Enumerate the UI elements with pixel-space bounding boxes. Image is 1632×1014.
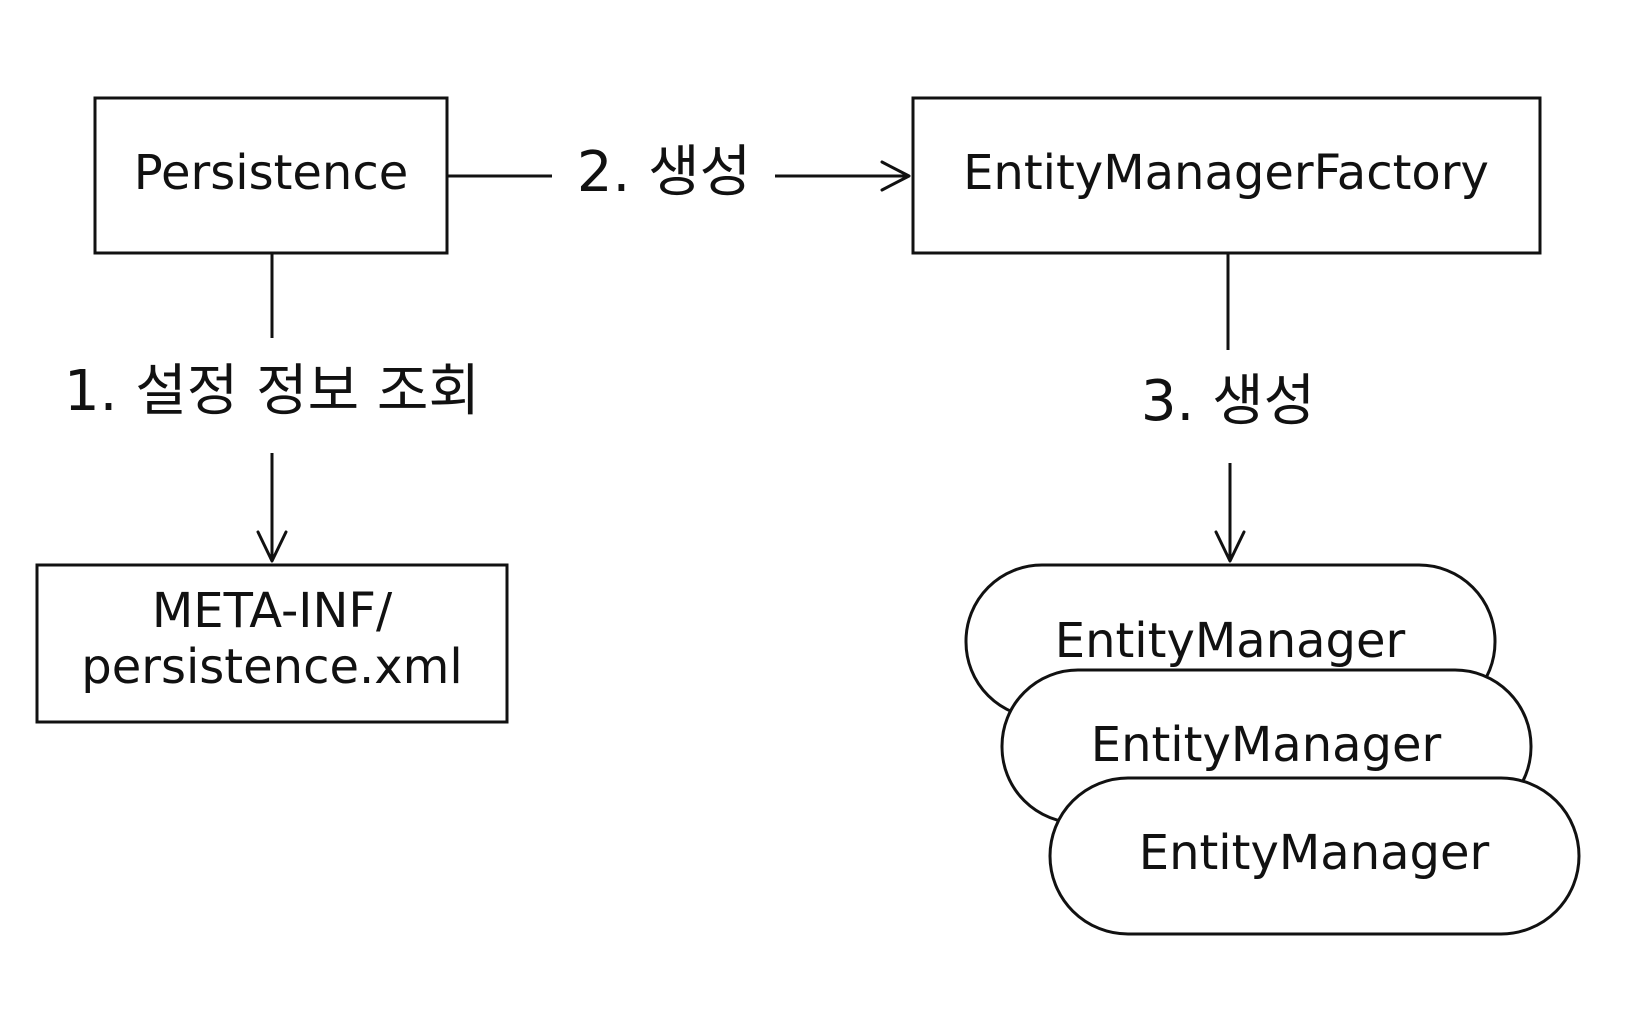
edge-read-config-label: 1. 설정 정보 조회 [64,359,480,424]
entity-manager-label-2: EntityManager [1091,717,1442,773]
edge-create-emf-label: 2. 생성 [577,140,751,205]
edge-create-em: 3. 생성 [1141,253,1315,563]
entity-manager-label-1: EntityManager [1055,613,1406,669]
entity-manager-pill-3 [1048,776,1581,936]
emf-box [911,96,1542,255]
entity-manager-label-3: EntityManager [1139,825,1490,881]
persistence-xml-label-line1: META-INF/ [152,583,393,639]
edge-create-emf: 2. 생성 [447,140,911,205]
arrow-down-icon [256,530,288,563]
edge-create-em-label: 3. 생성 [1141,369,1315,434]
persistence-label: Persistence [134,145,409,201]
entity-manager-node-3: EntityManager [1048,776,1581,936]
persistence-xml-node: META-INF/ persistence.xml [35,563,509,724]
arrow-right-icon [880,160,911,192]
edge-read-config: 1. 설정 정보 조회 [64,253,480,563]
persistence-xml-label-line2: persistence.xml [81,639,463,695]
persistence-xml-box [35,563,509,724]
entity-manager-stack: EntityManager EntityManager EntityManage… [964,563,1581,936]
arrow-down-icon [1214,530,1246,563]
emf-label: EntityManagerFactory [963,145,1489,201]
persistence-box [93,96,449,255]
emf-node: EntityManagerFactory [911,96,1542,255]
persistence-node: Persistence [93,96,449,255]
